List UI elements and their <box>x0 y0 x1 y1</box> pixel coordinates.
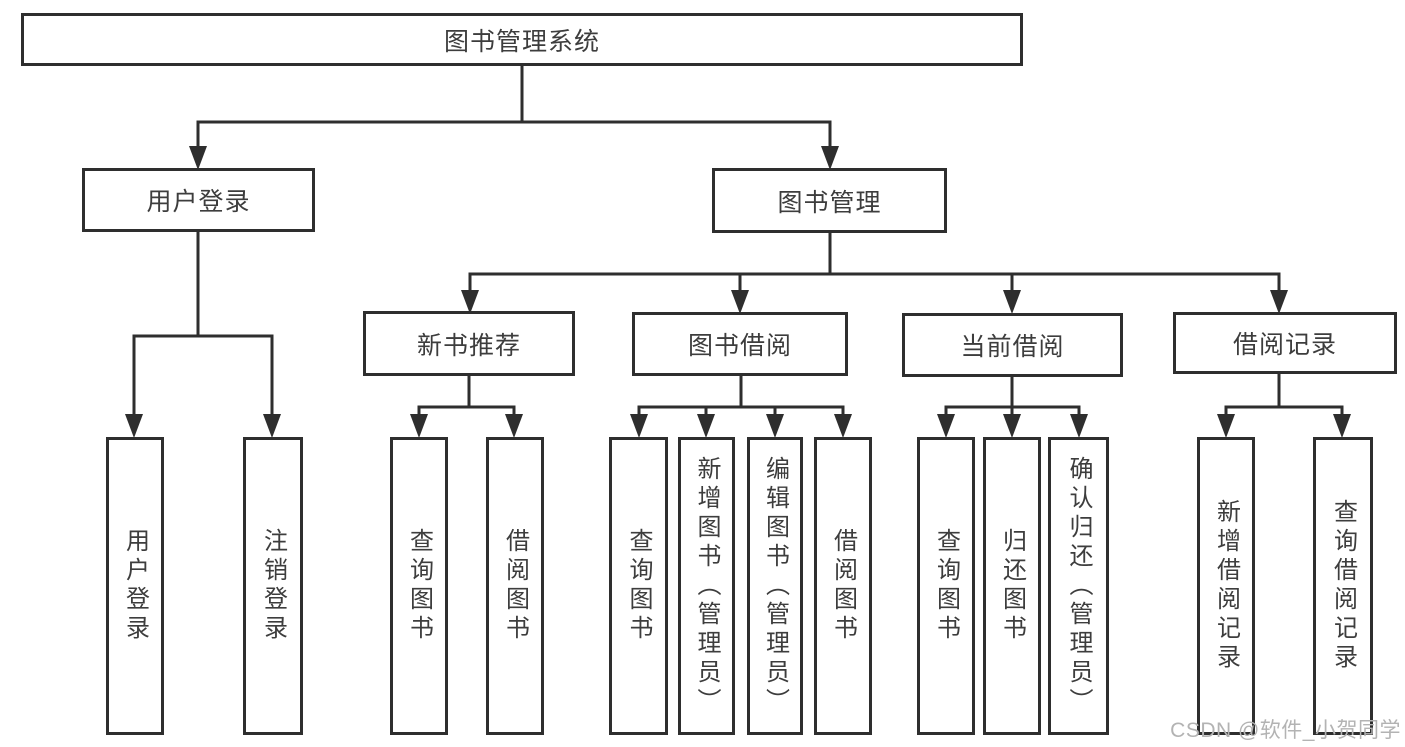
leaf-current-query-books: 查询图书 <box>917 437 975 735</box>
node-current-borrowing: 当前借阅 <box>902 313 1123 377</box>
leaf-borrowing-edit-books-admin: 编辑图书（管理员） <box>747 437 803 735</box>
node-new-book-recommendation: 新书推荐 <box>363 311 575 376</box>
leaf-logout-label: 注销登录 <box>259 528 287 644</box>
node-book-management: 图书管理 <box>712 168 947 233</box>
leaf-current-query-books-label: 查询图书 <box>932 528 960 644</box>
leaf-user-login-label: 用户登录 <box>121 528 149 644</box>
leaf-current-confirm-return-admin: 确认归还（管理员） <box>1048 437 1109 735</box>
node-borrowing-records: 借阅记录 <box>1173 312 1397 374</box>
node-user-login: 用户登录 <box>82 168 315 232</box>
node-library-system: 图书管理系统 <box>21 13 1023 66</box>
leaf-records-query-record: 查询借阅记录 <box>1313 437 1373 735</box>
leaf-recommend-query-books-label: 查询图书 <box>405 528 433 644</box>
leaf-records-add-record-label: 新增借阅记录 <box>1212 499 1240 673</box>
leaf-records-add-record: 新增借阅记录 <box>1197 437 1255 735</box>
leaf-recommend-borrow-books-label: 借阅图书 <box>501 528 529 644</box>
leaf-current-return-books-label: 归还图书 <box>998 528 1026 644</box>
leaf-recommend-query-books: 查询图书 <box>390 437 448 735</box>
leaf-logout: 注销登录 <box>243 437 303 735</box>
leaf-borrowing-add-books-admin: 新增图书（管理员） <box>678 437 735 735</box>
csdn-watermark: CSDN @软件_小贺同学 <box>1170 719 1401 742</box>
node-book-borrowing: 图书借阅 <box>632 312 848 376</box>
leaf-user-login: 用户登录 <box>106 437 164 735</box>
leaf-borrowing-borrow-books-label: 借阅图书 <box>829 528 857 644</box>
leaf-borrowing-add-books-admin-label: 新增图书（管理员） <box>693 455 720 717</box>
leaf-borrowing-borrow-books: 借阅图书 <box>814 437 872 735</box>
leaf-borrowing-query-books-label: 查询图书 <box>625 528 652 644</box>
leaf-borrowing-query-books: 查询图书 <box>609 437 668 735</box>
leaf-recommend-borrow-books: 借阅图书 <box>486 437 544 735</box>
leaf-records-query-record-label: 查询借阅记录 <box>1329 499 1357 673</box>
leaf-current-confirm-return-admin-label: 确认归还（管理员） <box>1065 455 1092 717</box>
leaf-current-return-books: 归还图书 <box>983 437 1041 735</box>
leaf-borrowing-edit-books-admin-label: 编辑图书（管理员） <box>761 455 789 717</box>
